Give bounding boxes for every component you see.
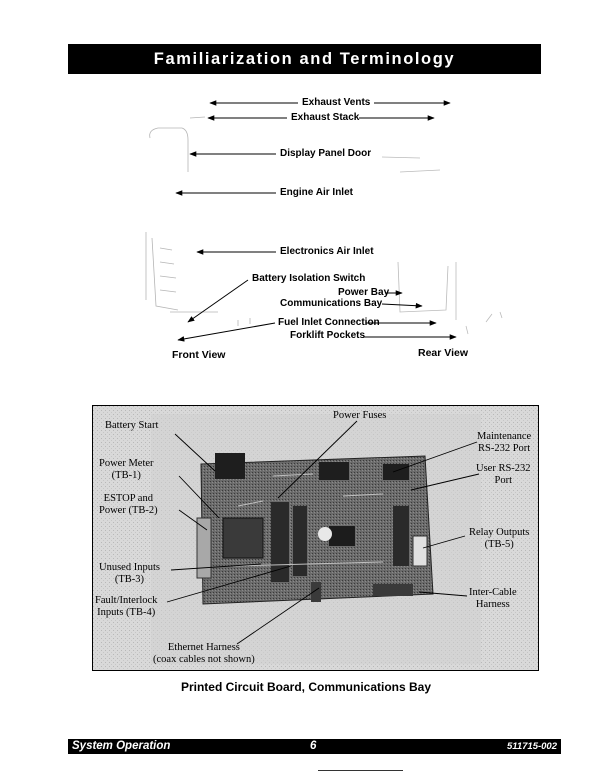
user-port-line-2: Port [494, 475, 513, 486]
page-footer: System Operation 6 511715-002 [68, 739, 561, 754]
power-bay-label: Power Bay [338, 287, 390, 298]
fault-interlock-line-2: Inputs (TB-4) [97, 607, 156, 618]
front-unit-outline [145, 116, 251, 326]
maintenance-port-callout: Maintenance RS-232 Port [477, 431, 531, 455]
engine-air-inlet-label: Engine Air Inlet [280, 187, 353, 198]
pcb-illustration [93, 406, 538, 670]
unused-inputs-line-2: (TB-3) [114, 574, 145, 585]
inter-cable-line-2: Harness [475, 599, 510, 610]
maintenance-port-line-1: Maintenance [477, 431, 532, 442]
electronics-air-inlet-label: Electronics Air Inlet [280, 246, 374, 257]
footer-doc-number: 511715-002 [506, 741, 557, 752]
exhaust-vents-label: Exhaust Vents [302, 97, 371, 108]
pcb-photo: Battery Start Power Fuses Maintenance RS… [92, 405, 539, 671]
display-panel-door-label: Display Panel Door [280, 148, 372, 159]
inter-cable-callout: Inter-Cable Harness [469, 587, 517, 611]
communications-bay-label: Communications Bay [280, 298, 383, 309]
battery-isolation-switch-label: Battery Isolation Switch [252, 273, 366, 284]
estop-line-2: Power (TB-2) [99, 505, 158, 516]
inter-cable-line-1: Inter-Cable [469, 587, 517, 598]
rear-view-label: Rear View [418, 347, 469, 359]
power-meter-callout: Power Meter (TB-1) [99, 458, 154, 482]
user-port-line-1: User RS-232 [476, 463, 531, 474]
forklift-pockets-label: Forklift Pockets [290, 330, 366, 341]
footer-page-number: 6 [310, 740, 317, 752]
relay-outputs-line-1: Relay Outputs [469, 527, 530, 538]
user-port-callout: User RS-232 Port [476, 463, 531, 487]
figure-caption: Printed Circuit Board, Communications Ba… [180, 680, 432, 694]
page-title: Familiarization and Terminology [68, 44, 541, 74]
bottom-rule [318, 770, 403, 771]
maintenance-port-line-2: RS-232 Port [478, 443, 531, 454]
leader-arrows [175, 100, 457, 342]
power-fuses-callout: Power Fuses [333, 410, 387, 421]
relay-outputs-line-2: (TB-5) [484, 539, 514, 550]
exhaust-stack-label: Exhaust Stack [291, 112, 360, 123]
unused-inputs-callout: Unused Inputs (TB-3) [99, 562, 160, 586]
ethernet-harness-callout: Ethernet Harness (coax cables not shown) [153, 642, 255, 666]
fault-interlock-line-1: Fault/Interlock [95, 595, 158, 606]
estop-line-1: ESTOP and [103, 493, 153, 504]
rear-unit-outline [381, 156, 503, 335]
circuit-board [196, 453, 434, 605]
unused-inputs-line-1: Unused Inputs [99, 562, 160, 573]
estop-callout: ESTOP and Power (TB-2) [99, 493, 158, 517]
relay-outputs-callout: Relay Outputs (TB-5) [469, 527, 529, 551]
battery-start-callout: Battery Start [105, 420, 159, 431]
fuel-inlet-connection-label: Fuel Inlet Connection [278, 317, 380, 328]
callout-leaders [166, 420, 480, 645]
ethernet-line-2: (coax cables not shown) [153, 654, 255, 665]
footer-section: System Operation [72, 740, 171, 752]
power-meter-line-1: Power Meter [99, 458, 154, 469]
ethernet-line-1: Ethernet Harness [167, 642, 240, 653]
power-meter-line-2: (TB-1) [111, 470, 141, 481]
front-view-label: Front View [172, 349, 226, 361]
fault-interlock-callout: Fault/Interlock Inputs (TB-4) [95, 595, 157, 619]
